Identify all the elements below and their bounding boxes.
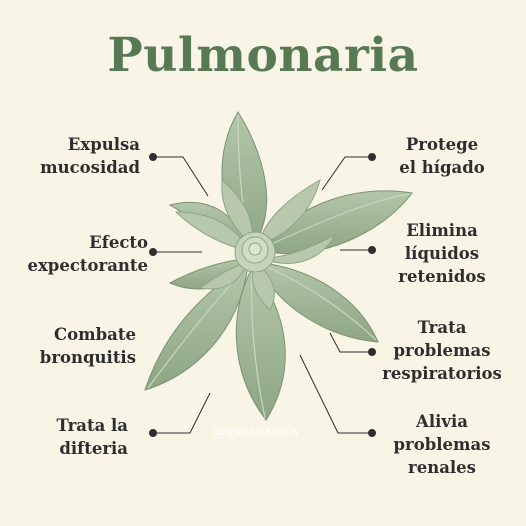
benefit-label-right: Trata problemas respiratorios xyxy=(382,318,502,383)
benefit-label-left: Trata la difteria xyxy=(56,416,128,458)
leaf xyxy=(235,267,286,421)
rosette xyxy=(174,178,337,311)
benefit-label-right: Elimina líquidos retenidos xyxy=(398,221,486,286)
benefit-label-right: Alivia problemas renales xyxy=(393,412,491,477)
benefit-label-left: Combate bronquitis xyxy=(39,325,136,367)
leaf xyxy=(254,261,379,343)
watermark: @ignisnatura xyxy=(212,425,299,440)
connectors xyxy=(149,153,376,437)
benefit-label-left: Expulsa mucosidad xyxy=(40,135,140,177)
benefit-label-left: Efecto expectorante xyxy=(27,233,148,275)
benefit-label-right: Protege el hígado xyxy=(399,135,485,177)
page-title: Pulmonaria xyxy=(107,28,419,83)
